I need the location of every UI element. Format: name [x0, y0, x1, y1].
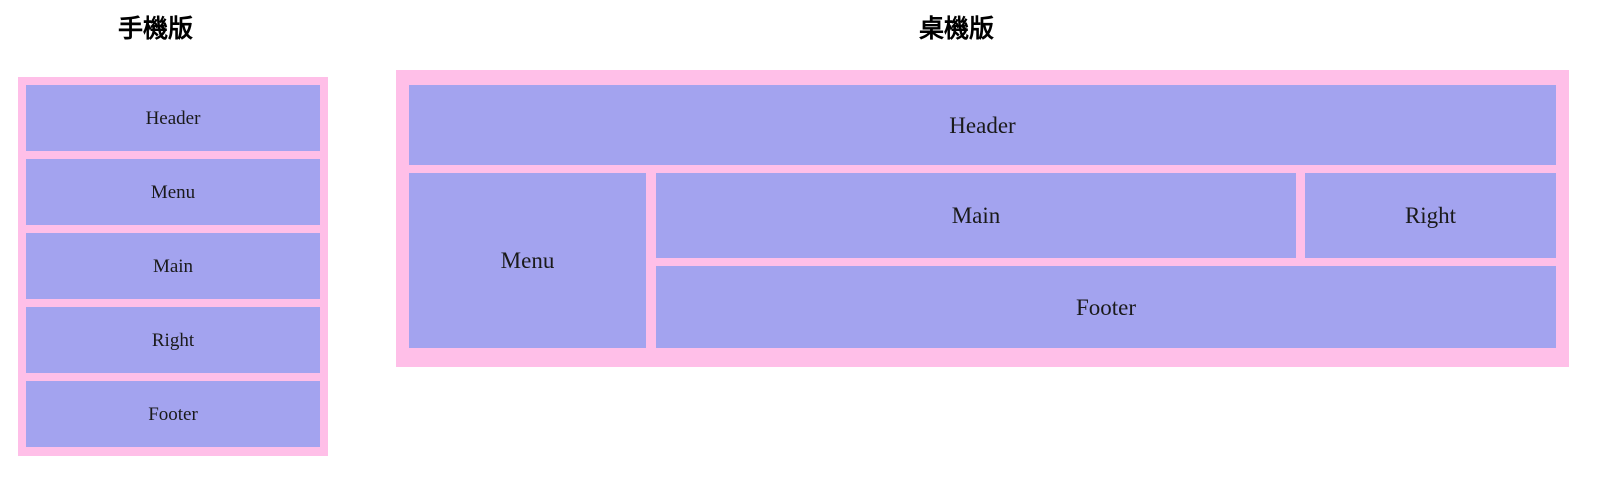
- desktop-block-menu: Menu: [409, 173, 646, 348]
- mobile-block-main: Main: [26, 233, 320, 299]
- desktop-block-right: Right: [1305, 173, 1556, 258]
- desktop-wireframe-container: Header Menu Main Right Footer: [396, 70, 1569, 367]
- mobile-block-footer: Footer: [26, 381, 320, 447]
- mobile-wireframe-container: Header Menu Main Right Footer: [18, 77, 328, 456]
- desktop-section-title: 桌機版: [919, 14, 995, 43]
- desktop-block-main: Main: [656, 173, 1296, 258]
- desktop-block-header: Header: [409, 85, 1556, 165]
- mobile-block-header: Header: [26, 85, 320, 151]
- desktop-block-footer: Footer: [656, 266, 1556, 348]
- mobile-block-right: Right: [26, 307, 320, 373]
- mobile-block-menu: Menu: [26, 159, 320, 225]
- mobile-section-title: 手機版: [118, 14, 194, 43]
